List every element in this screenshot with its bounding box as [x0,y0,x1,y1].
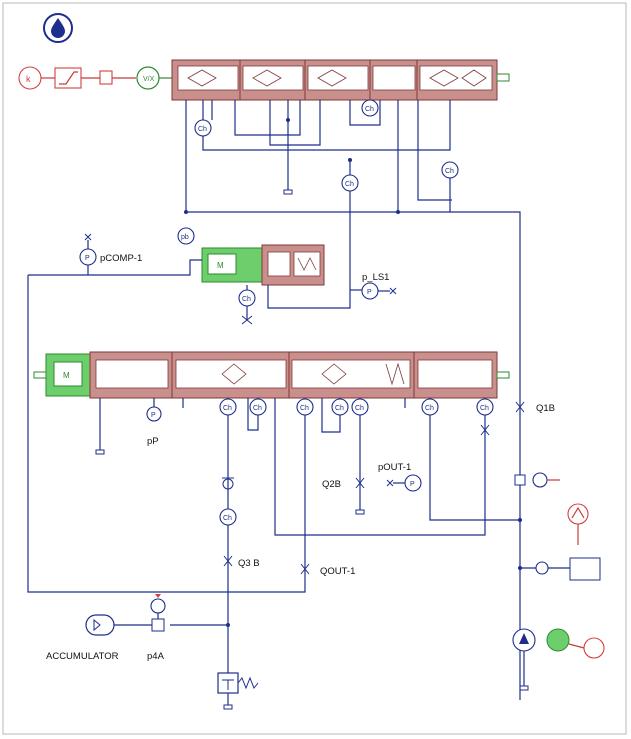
svg-text:Ch: Ch [365,106,374,113]
svg-text:Ch: Ch [335,405,344,412]
gauge-ch-top-4[interactable]: Ch [441,161,459,179]
relief-valve-bottom[interactable] [217,672,259,710]
svg-text:Ch: Ch [223,515,232,522]
svg-text:Ch: Ch [253,405,262,412]
gauge-ch-comp[interactable]: Ch [238,289,256,307]
flow-sensor-right[interactable] [514,472,560,488]
pout-sensor[interactable]: P [386,474,422,492]
svg-text:Ch: Ch [480,405,489,412]
svg-text:k: k [26,74,31,84]
orifice-qout[interactable] [300,563,310,575]
gauge-ch-main-7[interactable]: Ch [476,398,494,416]
gauge-ch-main-1[interactable]: Ch [219,398,237,416]
svg-text:Ch: Ch [223,405,232,412]
p-ls1-sensor[interactable]: P [361,282,397,300]
svg-text:V/X: V/X [143,76,155,83]
pump-motor[interactable] [512,628,605,691]
pp-sensor[interactable]: P [146,406,162,422]
label-q3b: Q3 B [238,558,260,569]
gauge-ch-main-5[interactable]: Ch [351,398,369,416]
orifice-q1b[interactable] [515,401,525,413]
top-bank-piping [185,100,521,700]
svg-text:Ch: Ch [345,181,354,188]
svg-text:M: M [63,371,70,380]
svg-text:Ch: Ch [355,405,364,412]
top-spool-sections [177,60,493,100]
label-accumulator: ACCUMULATOR [46,651,119,662]
accumulator[interactable] [85,614,152,636]
label-q1b: Q1B [536,403,555,414]
node-dots-right [226,518,522,627]
check-valve[interactable] [222,477,234,490]
svg-text:P: P [85,255,90,262]
gauge-ch-main-3[interactable]: Ch [296,398,314,416]
svg-text:P: P [151,412,156,419]
pcomp-sensor[interactable]: P [79,233,97,266]
svg-text:P: P [367,289,372,296]
gauge-ch-main-4[interactable]: Ch [331,398,349,416]
water-drop-icon[interactable] [43,13,73,43]
label-qout: QOUT-1 [320,566,355,577]
label-pp: pP [147,436,159,447]
gain-block[interactable] [99,70,113,85]
orifice-q3b[interactable] [223,555,233,567]
main-spool-sections [95,352,493,398]
gauge-ch-main-2[interactable]: Ch [249,398,267,416]
compensator-piping [27,259,363,593]
compensator-valve[interactable]: M [201,244,325,286]
input-signal-chain: k V/X [18,66,172,90]
main-valve-bank[interactable]: M [33,351,510,399]
gauge-ch-top-2[interactable]: Ch [361,99,379,117]
svg-text:P: P [410,481,415,488]
gauge-ch-top-1[interactable]: Ch [194,119,212,137]
label-q2b: Q2B [322,479,341,490]
top-valve-bank[interactable] [171,59,510,101]
p4a-sensor[interactable] [150,594,166,632]
node-dots-top [184,118,400,214]
gauge-ch-top-3[interactable]: Ch [341,174,359,192]
orifice-comp[interactable] [241,315,253,325]
relief-valve-right[interactable] [520,503,601,581]
svg-text:Ch: Ch [445,168,454,175]
ramp-block[interactable] [54,67,82,89]
gauge-pressure-left[interactable]: pb [177,227,195,245]
svg-text:Ch: Ch [300,405,309,412]
label-p4a: p4A [147,651,165,662]
svg-text:Ch: Ch [425,405,434,412]
orifice-main-7[interactable] [480,424,490,436]
gauge-ch-main-6[interactable]: Ch [421,398,439,416]
svg-text:M: M [217,261,224,270]
orifice-q2b[interactable] [355,477,365,489]
label-pcomp: pCOMP-1 [100,253,142,264]
svg-text:Ch: Ch [198,126,207,133]
label-p-ls1: p_LS1 [362,272,389,283]
label-pout: pOUT-1 [378,462,411,473]
svg-text:Ch: Ch [242,296,251,303]
svg-text:pb: pb [181,234,189,241]
gauge-ch-check[interactable]: Ch [219,508,237,526]
